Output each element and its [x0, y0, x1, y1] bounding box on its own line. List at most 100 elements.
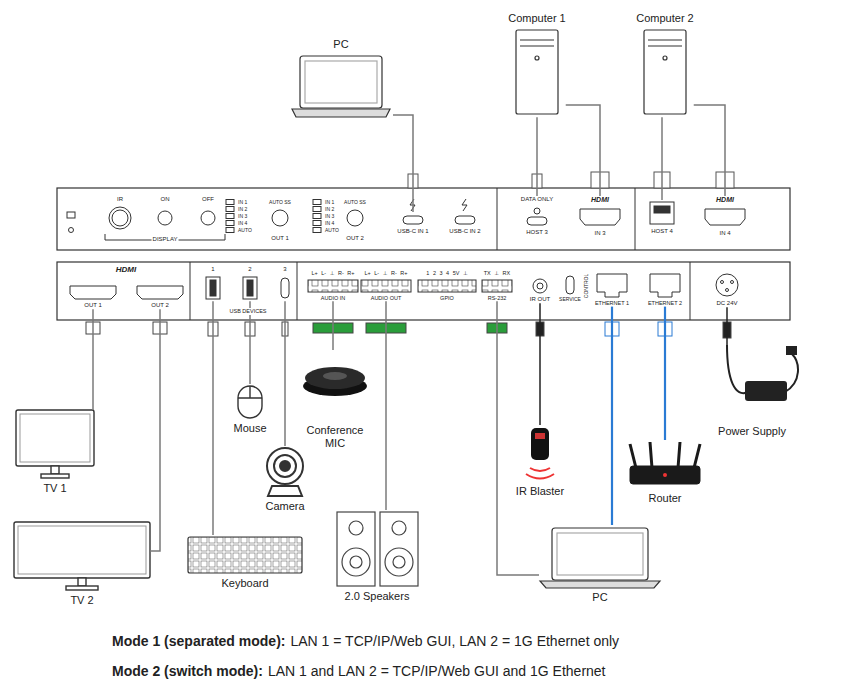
front-panel: [69, 228, 74, 233]
icon-space: [454, 212, 476, 226]
cable: [497, 301, 539, 575]
port-label: HDMI: [591, 196, 609, 204]
tv-icon: [66, 586, 98, 590]
port-box: HDMIIN 3: [579, 196, 621, 238]
icon-space: [704, 345, 800, 423]
tv-icon: [16, 410, 94, 466]
device-box: Conference MIC: [302, 350, 368, 450]
ir-blaster-icon: [526, 468, 554, 479]
icon-space: [514, 27, 560, 117]
front-panel: [112, 210, 128, 226]
camera-icon: [268, 486, 302, 496]
speaker-icon: [393, 556, 405, 568]
tv-icon: [51, 466, 59, 474]
tv-icon: [14, 522, 150, 578]
tower-computer-icon: [516, 30, 686, 114]
tv-icon: [41, 474, 69, 478]
front-panel: [158, 211, 172, 225]
rear-panel: [308, 280, 358, 292]
rear-panel: [57, 262, 790, 320]
port-label: IN 4: [719, 230, 730, 237]
port-box: DC 24V: [714, 272, 740, 307]
device-label: Conference MIC: [302, 424, 368, 450]
tv-icon: [78, 578, 86, 586]
port-label: HOST 3: [526, 229, 548, 236]
mouse-icon: [238, 386, 262, 398]
port-label: IR OUT: [530, 296, 550, 303]
speaker-icon: [337, 512, 418, 586]
port-label: ETHERNET 2: [648, 300, 682, 307]
cable: [92, 309, 94, 410]
rear-panel: [281, 278, 289, 298]
speaker-icon: [337, 512, 375, 586]
cable: [664, 307, 666, 440]
rear-panel: [70, 286, 116, 299]
camera-icon: [267, 448, 303, 496]
port-box: DATA ONLYHOST 3: [521, 196, 553, 236]
port-label: HDMI: [716, 196, 734, 204]
mode-note: Mode 2 (switch mode):: [112, 663, 263, 680]
front-panel: [226, 200, 234, 205]
icon-space: [277, 275, 293, 301]
device-box: Keyboard: [187, 535, 303, 590]
rear-panel: [690, 262, 691, 320]
port-box: ETHERNET 2: [648, 272, 682, 307]
icon-space: [69, 284, 117, 300]
icon-space: [539, 525, 661, 589]
laptop-icon: [300, 56, 382, 108]
icon-space: [187, 535, 303, 575]
port-box: 1 2 3 4 5V ⊥GPIO: [418, 270, 476, 301]
icon-space: [261, 446, 309, 498]
icon-space: [237, 384, 263, 420]
panel-label: HDMI: [116, 265, 136, 275]
device-label: IR Blaster: [516, 485, 564, 498]
device-box: Router: [623, 440, 707, 505]
rear-panel: [721, 281, 724, 284]
icon-space: [525, 425, 555, 483]
device-label: 2.0 Speakers: [345, 590, 410, 603]
mode-note: Mode 1 (separated mode):: [112, 633, 285, 650]
icon-space: [649, 200, 675, 226]
panel-label: IN 2: [325, 206, 334, 212]
device-label: PC: [333, 38, 348, 51]
cable: [611, 307, 613, 525]
device-box: 2.0 Speakers: [333, 510, 421, 603]
tower-computer-icon: [644, 30, 686, 114]
port-box: OUT 2: [136, 284, 184, 309]
device-label: Router: [648, 492, 681, 505]
front-panel: [313, 221, 321, 226]
cable: [694, 105, 725, 196]
rear-panel: [57, 262, 790, 320]
port-label: AUDIO IN: [321, 295, 345, 302]
icon-space: [333, 510, 421, 588]
cable: [566, 105, 600, 196]
device-label: Power Supply: [718, 425, 786, 438]
icon-space: [205, 275, 221, 301]
port-box: TX ⊥ RXRS-232: [482, 270, 512, 301]
speaker-icon: [385, 548, 413, 576]
cable-plug: [86, 322, 731, 338]
icon-space: [525, 205, 549, 227]
rear-panel: [137, 286, 183, 299]
tower-computer-icon: [520, 40, 554, 46]
front-panel: [109, 207, 131, 229]
panel-label: DISPLAY: [152, 236, 179, 243]
rear-panel: [243, 277, 257, 299]
rear-panel: [482, 280, 512, 292]
device-box: Computer 2: [636, 12, 693, 117]
router-icon: [630, 442, 700, 484]
power-supply-icon: [727, 345, 798, 401]
front-panel: [497, 188, 498, 250]
rear-panel: [731, 281, 734, 284]
panel-label: IN 4: [325, 220, 334, 226]
tower-computer-icon: [535, 56, 539, 60]
port-box: USB-C IN 1: [397, 212, 428, 235]
port-label: AUDIO OUT: [371, 295, 402, 302]
icon-space: [289, 53, 393, 119]
icon-space: [16, 410, 94, 480]
mode-note: LAN 1 and LAN 2 = TCP/IP/Web GUI and 1G …: [268, 663, 606, 680]
device-box: TV 1: [16, 410, 94, 495]
front-panel: [705, 209, 745, 225]
device-box: TV 2: [14, 522, 150, 607]
